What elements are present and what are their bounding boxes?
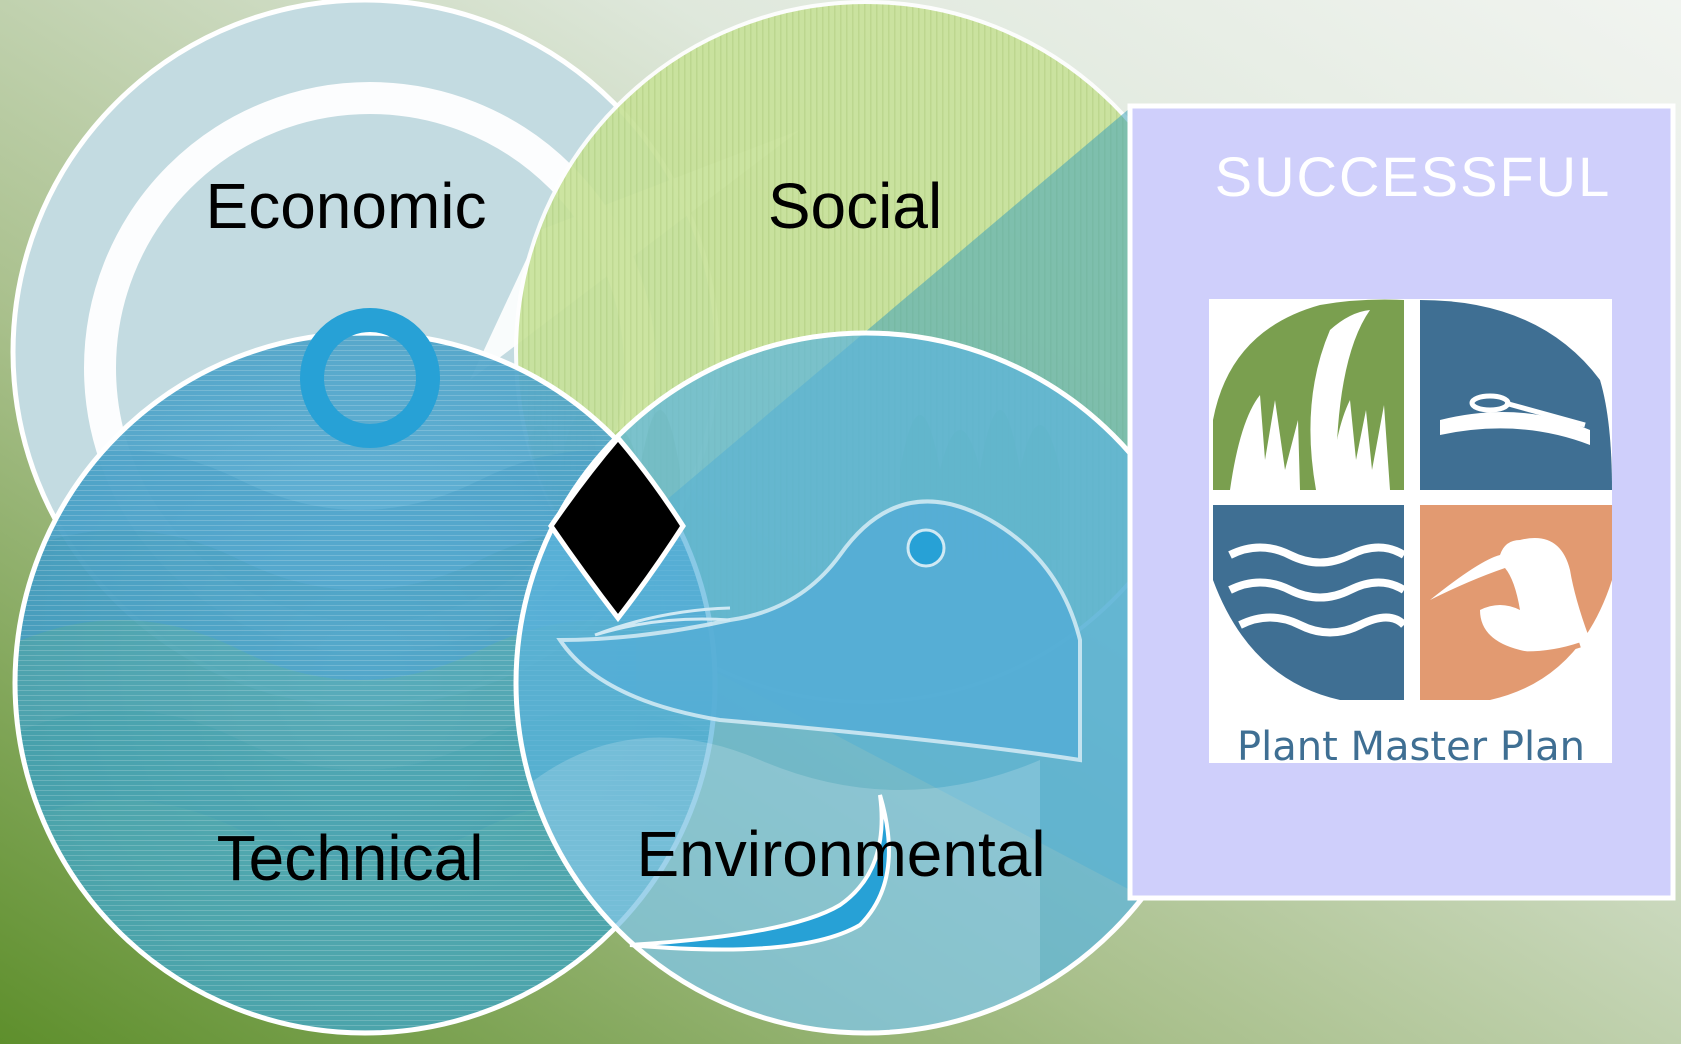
environmental-circle — [513, 330, 1219, 1036]
successful-panel: SUCCESSFUL Plant Master Plan — [1127, 103, 1676, 901]
economic-label: Economic — [206, 170, 487, 242]
logo-caption: Plant Master Plan — [1237, 724, 1585, 770]
social-label: Social — [768, 170, 942, 242]
successful-heading: SUCCESSFUL — [1215, 145, 1612, 208]
blue-swoosh-shape — [629, 794, 891, 952]
environmental-label: Environmental — [636, 818, 1045, 890]
center-diamond-marker — [547, 434, 686, 623]
technical-label: Technical — [217, 822, 484, 894]
plant-master-plan-logo: Plant Master Plan — [1209, 299, 1612, 770]
